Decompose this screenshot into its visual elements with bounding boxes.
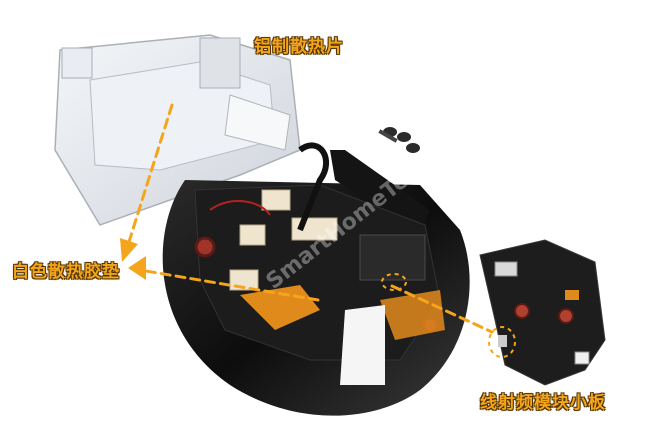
rf-module-board — [479, 239, 606, 386]
label-aluminum-heatsink: 铝制散热片 — [254, 37, 344, 57]
aluminum-heatsink — [54, 34, 301, 226]
main-pcb — [194, 142, 445, 385]
callout-arrows — [126, 103, 494, 334]
screws — [378, 127, 420, 153]
arrow-heads — [120, 238, 146, 280]
label-thermal-pad: 白色散热胶垫 — [12, 262, 120, 282]
callout-rings — [381, 273, 516, 358]
label-rf-board: 线射频模块小板 — [480, 393, 606, 413]
